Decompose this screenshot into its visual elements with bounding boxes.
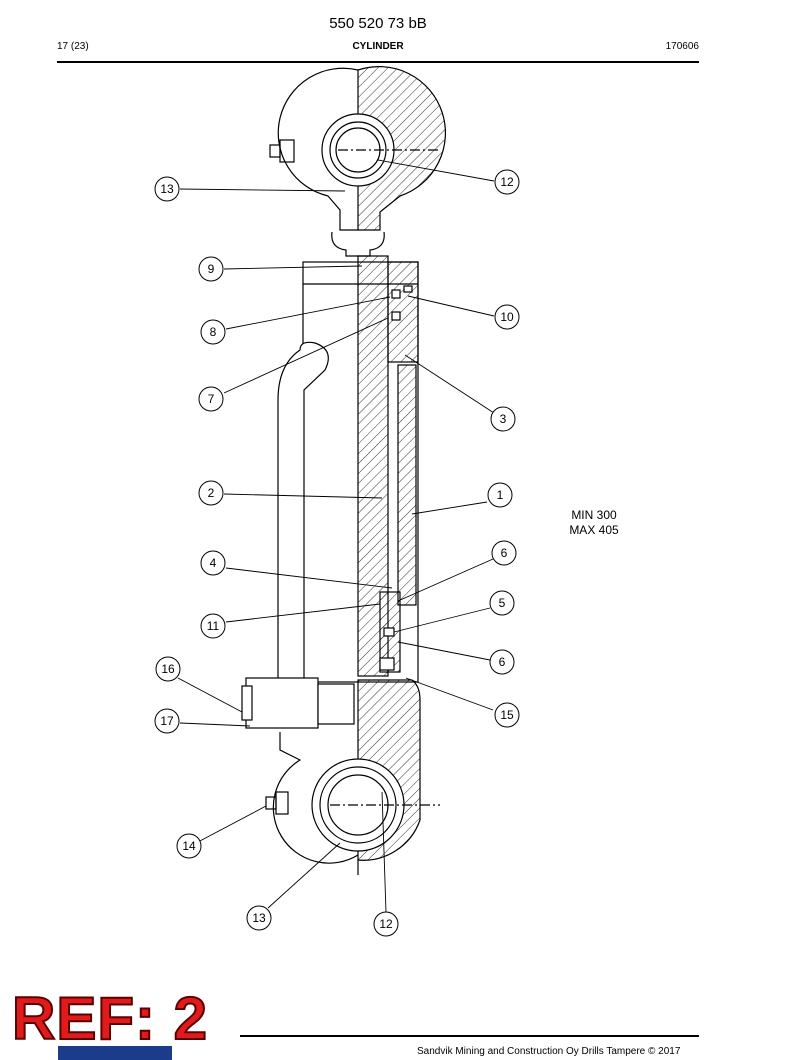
callout-12-bottom: 12 <box>373 911 399 937</box>
callout-2: 2 <box>198 480 224 506</box>
callout-15: 15 <box>494 702 520 728</box>
ref-stamp: REF: 2 <box>11 985 209 1053</box>
svg-text:1: 1 <box>497 488 504 502</box>
callout-6-upper: 6 <box>491 540 517 566</box>
svg-text:6: 6 <box>501 546 508 560</box>
callout-13-bottom: 13 <box>246 905 272 931</box>
svg-text:6: 6 <box>499 655 506 669</box>
doc-number: 550 520 73 bB <box>329 15 427 32</box>
svg-text:17: 17 <box>160 714 174 728</box>
callout-16: 16 <box>155 656 181 682</box>
svg-text:13: 13 <box>160 182 174 196</box>
svg-text:7: 7 <box>208 392 215 406</box>
max-length: MAX 405 <box>569 523 619 537</box>
callout-5: 5 <box>489 590 515 616</box>
callout-12-top: 12 <box>494 169 520 195</box>
callout-1: 1 <box>487 482 513 508</box>
header-rule <box>57 61 699 63</box>
footer-copyright: Sandvik Mining and Construction Oy Drill… <box>417 1046 681 1057</box>
document-date: 170606 <box>665 41 699 52</box>
callout-7: 7 <box>198 386 224 412</box>
callout-10: 10 <box>494 304 520 330</box>
svg-text:5: 5 <box>499 596 506 610</box>
svg-text:13: 13 <box>252 911 266 925</box>
stroke-dimensions: MIN 300 MAX 405 <box>548 508 640 538</box>
company-logo <box>58 1046 172 1060</box>
svg-text:2: 2 <box>208 486 215 500</box>
footer-rule <box>240 1035 699 1037</box>
svg-text:14: 14 <box>182 839 196 853</box>
callout-9: 9 <box>198 256 224 282</box>
svg-text:12: 12 <box>379 917 393 931</box>
svg-text:12: 12 <box>500 175 514 189</box>
svg-text:11: 11 <box>207 619 220 633</box>
leader-lines <box>177 159 495 913</box>
page-count: 17 (23) <box>57 41 89 52</box>
svg-text:15: 15 <box>500 708 514 722</box>
svg-text:8: 8 <box>210 325 217 339</box>
callout-11: 11 <box>200 613 226 639</box>
cylinder-body <box>241 66 446 875</box>
svg-text:3: 3 <box>500 412 507 426</box>
section-title: CYLINDER <box>352 41 404 52</box>
callout-17: 17 <box>154 708 180 734</box>
callout-13-top: 13 <box>154 176 180 202</box>
callout-6-lower: 6 <box>489 649 515 675</box>
callout-4: 4 <box>200 550 226 576</box>
svg-text:4: 4 <box>210 556 217 570</box>
callout-3: 3 <box>490 406 516 432</box>
callout-14: 14 <box>176 833 202 859</box>
svg-text:10: 10 <box>500 310 514 324</box>
callout-8: 8 <box>200 319 226 345</box>
min-length: MIN 300 <box>571 508 617 522</box>
svg-text:9: 9 <box>208 262 215 276</box>
svg-text:16: 16 <box>161 662 175 676</box>
